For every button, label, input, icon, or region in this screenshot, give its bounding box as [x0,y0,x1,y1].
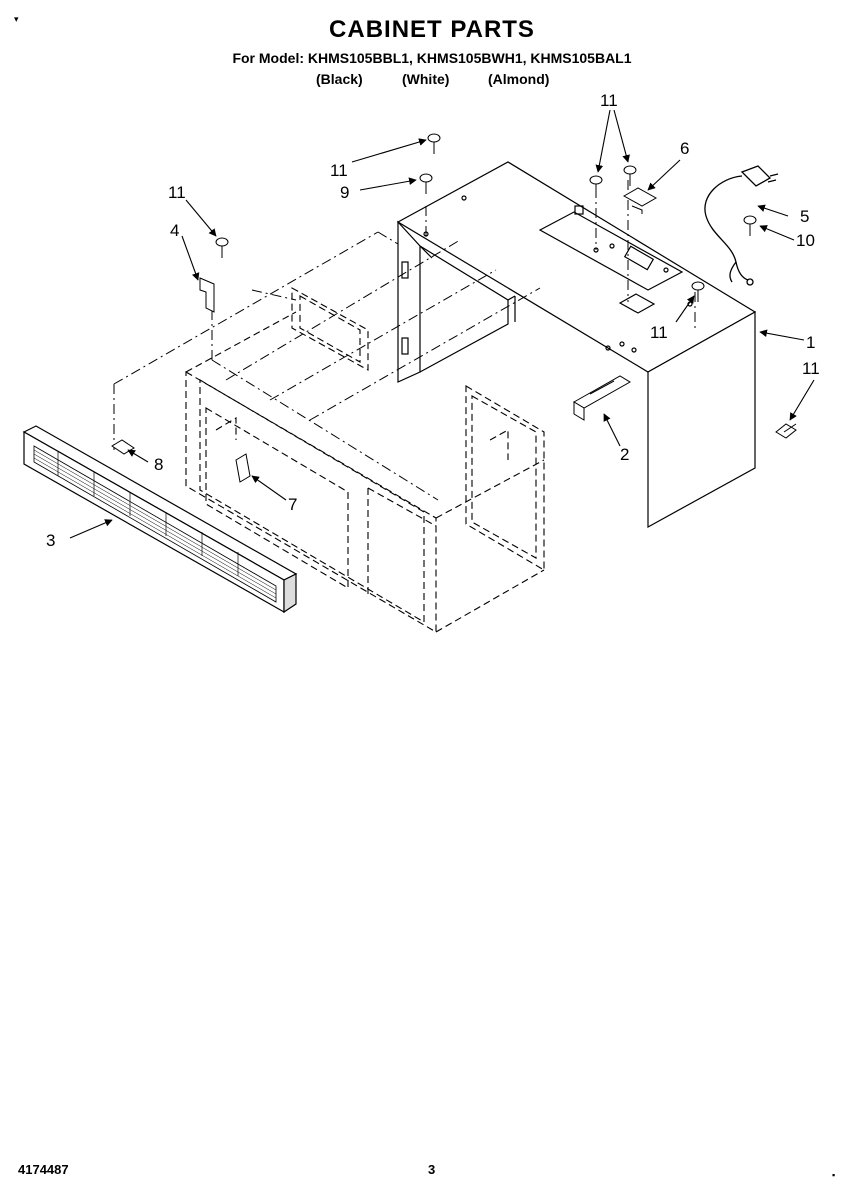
plate-part-6 [622,187,658,214]
callout-3: 3 [46,531,55,550]
page-number: 3 [428,1162,436,1177]
color-black: (Black) [316,71,363,87]
outer-cabinet [396,161,757,529]
bracket-part-2 [573,375,631,421]
screw-icon-11e [691,281,705,302]
color-almond: (Almond) [488,71,550,87]
latch-part-7 [235,453,251,483]
inner-cavity [185,287,545,633]
screw-icon-11a [427,133,441,154]
screw-icon-9 [419,173,433,194]
power-cord-part-5 [704,165,779,286]
callout-11-top-left: 11 [330,161,348,180]
callout-8: 8 [154,455,163,474]
corner-mark: ▾ [14,14,19,24]
screw-icon-11c [589,175,603,196]
callout-10: 10 [796,231,815,250]
callout-7: 7 [288,495,297,514]
callout-5: 5 [800,207,809,226]
corner-mark-bottom: ▪ [832,1170,836,1180]
screw-icon-11f [775,423,797,439]
vent-grille [22,425,298,614]
callout-1: 1 [806,333,815,352]
model-list: For Model: KHMS105BBL1, KHMS105BWH1, KHM… [232,50,632,66]
callout-11-center: 11 [650,323,668,342]
leader-lines [69,109,815,539]
callout-9: 9 [340,183,349,202]
callout-11-left: 11 [168,183,186,202]
screw-icon-10 [743,215,757,236]
page-title: CABINET PARTS [329,16,535,43]
callout-4: 4 [170,221,179,240]
screw-icon-11d [623,165,637,186]
screw-icon-group [215,133,797,439]
color-white: (White) [402,71,450,87]
callout-11-top-right: 11 [600,91,618,110]
callout-labels: 1 2 3 4 5 6 7 8 9 10 11 11 11 11 11 11 [46,91,820,550]
screw-icon-11b [215,237,229,258]
callout-6: 6 [680,139,689,158]
callout-2: 2 [620,445,629,464]
callout-11-right: 11 [802,359,820,378]
assembly-lines [113,180,696,501]
bracket-part-4 [199,277,215,313]
document-number: 4174487 [18,1162,69,1177]
